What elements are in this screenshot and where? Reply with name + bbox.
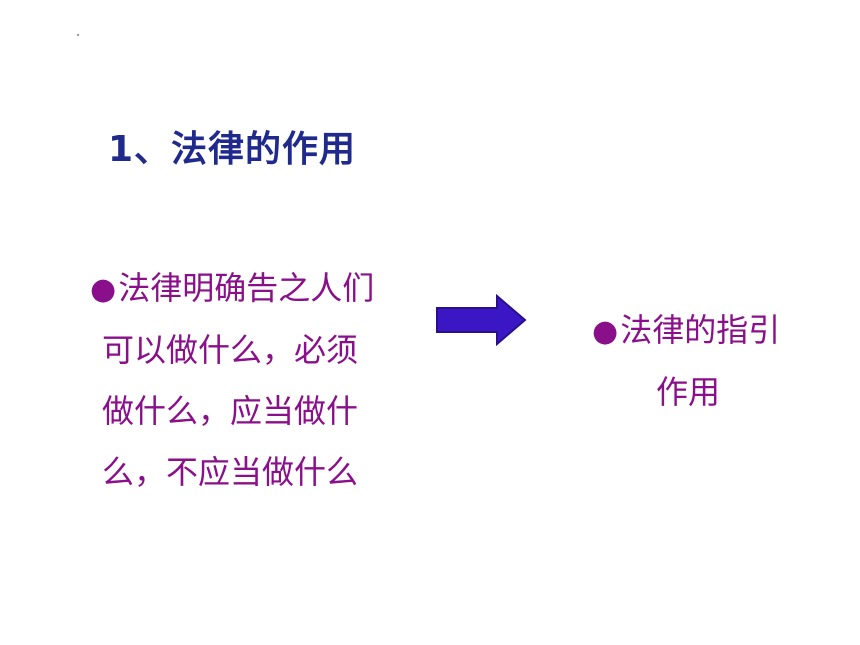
left-bullet-text-1: 法律明确告之人们 — [118, 269, 375, 307]
bullet-dot-icon: ● — [592, 314, 619, 349]
right-bullet-line-2: 作用 — [656, 373, 721, 411]
right-arrow-icon — [436, 294, 527, 346]
left-bullet-line-4: 么，不应当做什么 — [102, 453, 359, 491]
left-bullet-line-3: 做什么，应当做什 — [102, 392, 359, 430]
right-bullet: ●法律的指引 作用 — [592, 300, 832, 423]
left-bullet-line-1: ●法律明确告之人们 — [90, 258, 420, 320]
slide-title: 1、法律的作用 — [108, 129, 357, 170]
bullet-dot-icon: ● — [90, 272, 117, 307]
left-bullet-line-2: 可以做什么，必须 — [102, 331, 359, 369]
right-bullet-text-1: 法律的指引 — [620, 311, 781, 349]
left-bullet: ●法律明确告之人们 可以做什么，必须 做什么，应当做什 么，不应当做什么 — [90, 258, 420, 503]
corner-mark — [77, 34, 79, 36]
right-bullet-line-1: ●法律的指引 — [592, 300, 832, 362]
